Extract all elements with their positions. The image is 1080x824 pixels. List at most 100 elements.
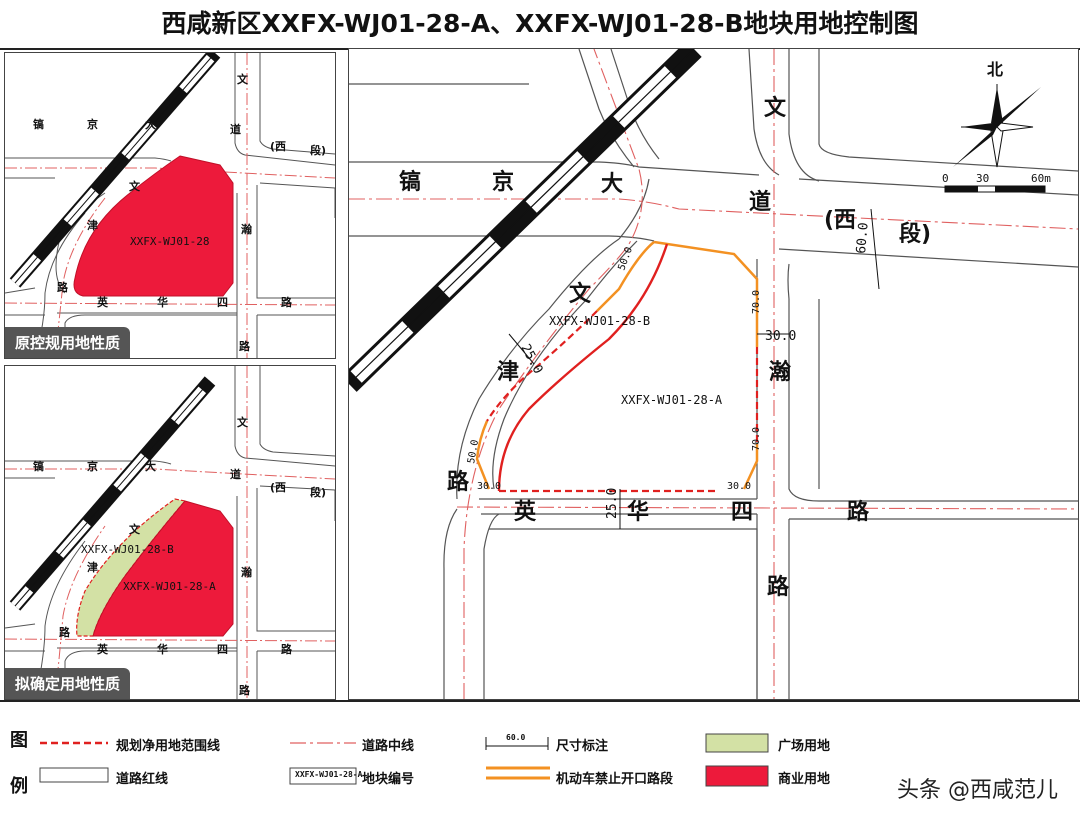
legend-parcel-code-sample: XXFX-WJ01-28-A: [295, 770, 363, 779]
no-opening-segments: [475, 240, 759, 490]
dim-edge-right-bottom: 70.0: [751, 427, 762, 451]
legend-header-top: 图: [10, 730, 28, 751]
road-zhenjing-2: 京: [87, 117, 98, 131]
legend: 图 例 规划净用地范围线 道路红线 道路中线 XXFX-WJ01-28-A 地块…: [0, 700, 1080, 824]
dim-wenhan-width: 30.0: [765, 329, 796, 344]
map-title: 西咸新区XXFX-WJ01-28-A、XXFX-WJ01-28-B地块用地控制图: [161, 9, 919, 38]
parcel-label-original: XXFX-WJ01-28: [130, 235, 209, 248]
road-zhenjing-west-a: (西: [270, 481, 286, 494]
scale-bar: 0 30 60m: [942, 172, 1051, 193]
railway: [349, 49, 702, 392]
panel-main-map: XXFX-WJ01-28-B XXFX-WJ01-28-A 60.0 30.0 …: [348, 48, 1079, 700]
legend-dimension: 尺寸标注: [556, 739, 609, 754]
parcel-label-b: XXFX-WJ01-28-B: [81, 543, 174, 556]
panel-original-landuse: XXFX-WJ01-28 镐 京 大 道 (西 段) 文 瀚 路 文 津 路 英…: [4, 52, 336, 359]
road-yinghua-2: 华: [627, 499, 649, 525]
parcel-label-a: XXFX-WJ01-28-A: [621, 393, 723, 407]
net-land-boundary: [486, 310, 759, 493]
road-zhenjing-4: 道: [230, 467, 241, 481]
svg-text:30: 30: [976, 172, 989, 185]
road-wenjin-2: 津: [497, 359, 519, 385]
parcel-label-b: XXFX-WJ01-28-B: [549, 314, 650, 328]
road-wenjin-3: 路: [57, 280, 69, 294]
legend-no-opening: 机动车禁止开口路段: [556, 772, 674, 787]
road-wenjin-2: 津: [87, 218, 98, 232]
legend-boundary: 规划净用地范围线: [116, 739, 221, 754]
road-wenhan-1: 文: [764, 95, 787, 121]
parcel-a-commercial[interactable]: [92, 500, 234, 637]
road-zhenjing-3: 大: [601, 172, 623, 197]
parcel-a-boundary[interactable]: [497, 243, 669, 492]
dim-yinghua-width: 25.0: [605, 488, 620, 519]
road-wenjin-3: 路: [59, 625, 71, 639]
road-zhenjing-1: 镐: [33, 459, 44, 473]
road-zhenjing-3: 大: [145, 459, 156, 473]
road-zhenjing-west-a: (西: [270, 140, 286, 153]
road-wenhan-2: 瀚: [769, 359, 791, 385]
dim-edge-bottom-right: 30.0: [727, 481, 751, 492]
road-yinghua-1: 英: [514, 500, 537, 525]
road-zhenjing-4: 道: [230, 122, 241, 136]
road-yinghua-1: 英: [96, 642, 109, 656]
dim-edge-bottom-left: 30.0: [477, 481, 501, 492]
legend-centerline: 道路中线: [362, 739, 415, 754]
road-wenhan-1: 文: [237, 72, 249, 86]
road-zhenjing-1: 镐: [33, 117, 44, 131]
road-yinghua-3: 四: [217, 643, 228, 656]
north-arrow-icon: 北: [953, 60, 1041, 168]
road-zhenjing-4: 道: [749, 189, 771, 215]
svg-text:60m: 60m: [1031, 172, 1051, 185]
road-zhenjing-west-b: 段): [310, 143, 326, 157]
road-yinghua-4: 路: [281, 642, 293, 656]
road-zhenjing-west-b: 段): [899, 221, 931, 247]
svg-text:0: 0: [942, 172, 949, 185]
road-wenhan-1: 文: [237, 415, 249, 429]
road-yinghua-4: 路: [281, 295, 293, 309]
road-wenhan-3: 路: [239, 683, 251, 697]
dim-edge-left: 50.0: [466, 439, 481, 465]
dim-wenjin-width: 25.0: [517, 342, 545, 377]
parcel-label-a: XXFX-WJ01-28-A: [123, 580, 216, 593]
road-wenhan-3: 路: [239, 339, 251, 353]
parcel-original-commercial[interactable]: [73, 155, 234, 297]
road-wenjin-3: 路: [447, 469, 470, 495]
svg-text:北: 北: [987, 60, 1003, 79]
road-yinghua-4: 路: [847, 499, 870, 525]
road-wenjin-1: 文: [569, 281, 592, 307]
road-wenhan-2: 瀚: [241, 222, 252, 236]
dim-zhenjing-width: 60.0: [854, 222, 872, 255]
road-zhenjing-2: 京: [492, 169, 514, 195]
panel-tag-original: 原控规用地性质: [5, 327, 131, 358]
legend-dimension-sample: 60.0: [506, 733, 526, 742]
legend-commercial: 商业用地: [778, 772, 831, 787]
panel-tag-proposed: 拟确定用地性质: [5, 668, 131, 699]
road-yinghua-3: 四: [731, 500, 753, 525]
legend-header-bottom: 例: [10, 776, 28, 797]
original-landuse-map: XXFX-WJ01-28 镐 京 大 道 (西 段) 文 瀚 路 文 津 路 英…: [5, 53, 335, 358]
road-yinghua-2: 华: [157, 295, 168, 309]
watermark: 头条 @西咸范儿: [897, 778, 1058, 803]
road-yinghua-3: 四: [217, 296, 228, 309]
road-yinghua-2: 华: [157, 642, 168, 656]
title-bar: 西咸新区XXFX-WJ01-28-A、XXFX-WJ01-28-B地块用地控制图: [0, 0, 1080, 50]
railway: [9, 376, 216, 611]
road-zhenjing-3: 大: [145, 117, 156, 131]
road-yinghua-1: 英: [96, 295, 109, 309]
legend-redline: 道路红线: [116, 772, 169, 787]
road-zhenjing-1: 镐: [399, 169, 421, 195]
legend-parcel-code: 地块编号: [362, 772, 415, 787]
main-control-map: XXFX-WJ01-28-B XXFX-WJ01-28-A 60.0 30.0 …: [349, 49, 1078, 699]
railway: [9, 53, 221, 288]
road-zhenjing-2: 京: [87, 459, 98, 473]
road-zhenjing-west-b: 段): [310, 485, 326, 499]
road-wenjin-1: 文: [129, 522, 141, 536]
road-zhenjing-west-a: (西: [824, 208, 856, 233]
dim-edge-right-top: 70.0: [751, 290, 762, 314]
road-wenjin-2: 津: [87, 560, 98, 574]
road-wenjin-1: 文: [129, 179, 141, 193]
panel-proposed-landuse: XXFX-WJ01-28-B XXFX-WJ01-28-A 镐 京 大 道 (西…: [4, 365, 336, 700]
road-wenhan-2: 瀚: [241, 565, 252, 579]
legend-plaza: 广场用地: [778, 739, 831, 754]
road-wenhan-3: 路: [767, 574, 790, 600]
proposed-landuse-map: XXFX-WJ01-28-B XXFX-WJ01-28-A 镐 京 大 道 (西…: [5, 366, 335, 699]
